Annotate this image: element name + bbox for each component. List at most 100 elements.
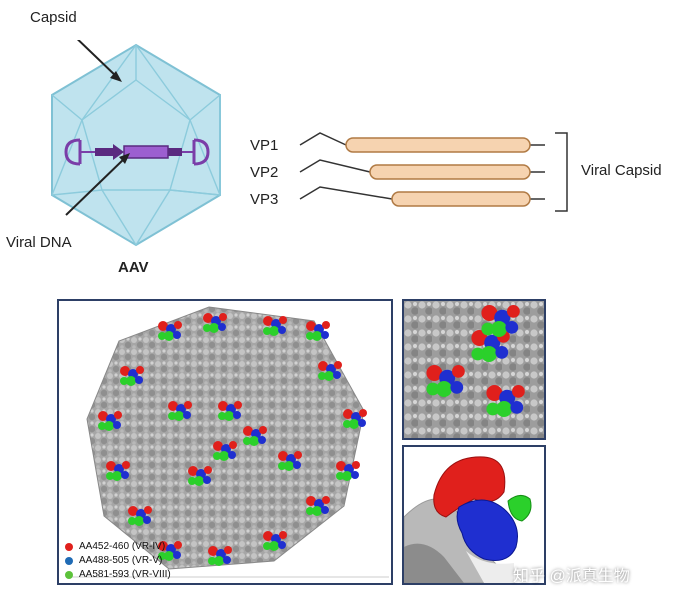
- surface-patch: [174, 411, 184, 421]
- surface-patch: [203, 313, 213, 323]
- surface-patch: [249, 436, 259, 446]
- surface-patch: [98, 411, 108, 421]
- surface-patch: [121, 471, 129, 479]
- surface-patch: [269, 326, 279, 336]
- surface-patch: [306, 507, 314, 515]
- surface-patch: [218, 401, 228, 411]
- surface-patch: [168, 401, 178, 411]
- surface-patch: [158, 552, 166, 560]
- surface-patch: [279, 531, 287, 539]
- closeup-surface-render: [404, 447, 544, 583]
- inset-surface-render: [404, 301, 544, 438]
- vp1-bar: [345, 137, 531, 153]
- surface-patch: [321, 506, 329, 514]
- surface-patch: [358, 419, 366, 427]
- variable-region-clusters: [98, 313, 367, 566]
- surface-patch: [114, 411, 122, 419]
- vp2-bar: [369, 164, 531, 180]
- surface-patch: [122, 461, 130, 469]
- surface-patch: [334, 361, 342, 369]
- surface-patch: [491, 321, 507, 337]
- surface-patch: [333, 371, 341, 379]
- surface-patch: [351, 471, 359, 479]
- surface-patch: [278, 541, 286, 549]
- surface-patch: [486, 385, 503, 401]
- surface-patch: [318, 372, 326, 380]
- surface-patch: [120, 366, 130, 376]
- surface-patch: [128, 506, 138, 516]
- legend-item-vr-v: AA488-505 (VR-V): [65, 555, 162, 566]
- watermark-text: 知乎 @派真生物: [513, 568, 630, 585]
- green-region: [507, 495, 532, 522]
- surface-patch: [471, 347, 485, 361]
- surface-patch: [158, 541, 168, 551]
- legend-dot-green: [65, 570, 73, 579]
- surface-patch: [426, 382, 440, 396]
- surface-patch: [106, 472, 114, 480]
- surface-patch: [243, 437, 251, 445]
- surface-patch: [318, 361, 328, 371]
- surface-patch: [507, 305, 520, 318]
- surface-patch: [126, 376, 136, 386]
- surface-patch: [224, 546, 232, 554]
- zoom-inset-threefold: [402, 299, 546, 440]
- surface-patch: [174, 321, 182, 329]
- surface-patch: [342, 471, 352, 481]
- surface-patch: [188, 466, 198, 476]
- vp3-label: VP3: [250, 191, 279, 208]
- surface-patch: [112, 471, 122, 481]
- vp2-label: VP2: [250, 164, 279, 181]
- surface-patch: [259, 426, 267, 434]
- red-region: [433, 456, 506, 518]
- surface-patch: [128, 517, 136, 525]
- surface-patch: [194, 476, 204, 486]
- surface-patch: [352, 461, 360, 469]
- surface-patch: [278, 451, 288, 461]
- surface-patch: [510, 401, 524, 414]
- surface-patch: [263, 327, 271, 335]
- surface-patch: [343, 409, 353, 419]
- surface-patch: [219, 313, 227, 321]
- surface-patch: [158, 332, 166, 340]
- viral-capsid-label: Viral Capsid: [581, 162, 662, 179]
- surface-patch: [224, 411, 234, 421]
- vp3-bar: [391, 191, 531, 207]
- surface-patch: [512, 385, 525, 398]
- legend-label: AA581-593 (VR-VIII): [79, 569, 171, 580]
- surface-patch: [278, 326, 286, 334]
- vp-protein-diagram: [299, 132, 568, 212]
- blue-region: [456, 499, 518, 561]
- surface-patch: [223, 556, 231, 564]
- surface-patch: [174, 541, 182, 549]
- surface-patch: [481, 305, 498, 321]
- viral-dna-construct: [64, 138, 210, 166]
- surface-patch: [471, 330, 488, 346]
- surface-patch: [324, 371, 334, 381]
- surface-patch: [203, 476, 211, 484]
- surface-patch: [306, 332, 314, 340]
- surface-patch: [134, 516, 144, 526]
- aav-label: AAV: [118, 259, 149, 276]
- surface-patch: [321, 331, 329, 339]
- surface-patch: [219, 451, 229, 461]
- capsid-facets: [51, 44, 221, 246]
- legend-label: AA488-505 (VR-V): [79, 555, 163, 566]
- surface-patch: [234, 401, 242, 409]
- surface-patch: [213, 452, 221, 460]
- surface-patch: [173, 331, 181, 339]
- surface-patch: [144, 506, 152, 514]
- surface-patch: [164, 331, 174, 341]
- surface-patch: [452, 365, 465, 378]
- surface-patch: [214, 556, 224, 566]
- capsid-surface-render: [69, 306, 389, 578]
- surface-patch: [486, 402, 500, 416]
- surface-patch: [135, 376, 143, 384]
- surface-patch: [284, 461, 294, 471]
- surface-patch: [98, 422, 106, 430]
- legend-label: AA452-460 (VR-IV): [79, 541, 166, 552]
- surface-patch: [436, 381, 452, 397]
- surface-patch: [294, 451, 302, 459]
- surface-patch: [113, 421, 121, 429]
- capsid-surface-panel: AA452-460 (VR-IV) AA488-505 (VR-V) AA581…: [57, 299, 393, 585]
- legend-dot-blue: [65, 556, 73, 565]
